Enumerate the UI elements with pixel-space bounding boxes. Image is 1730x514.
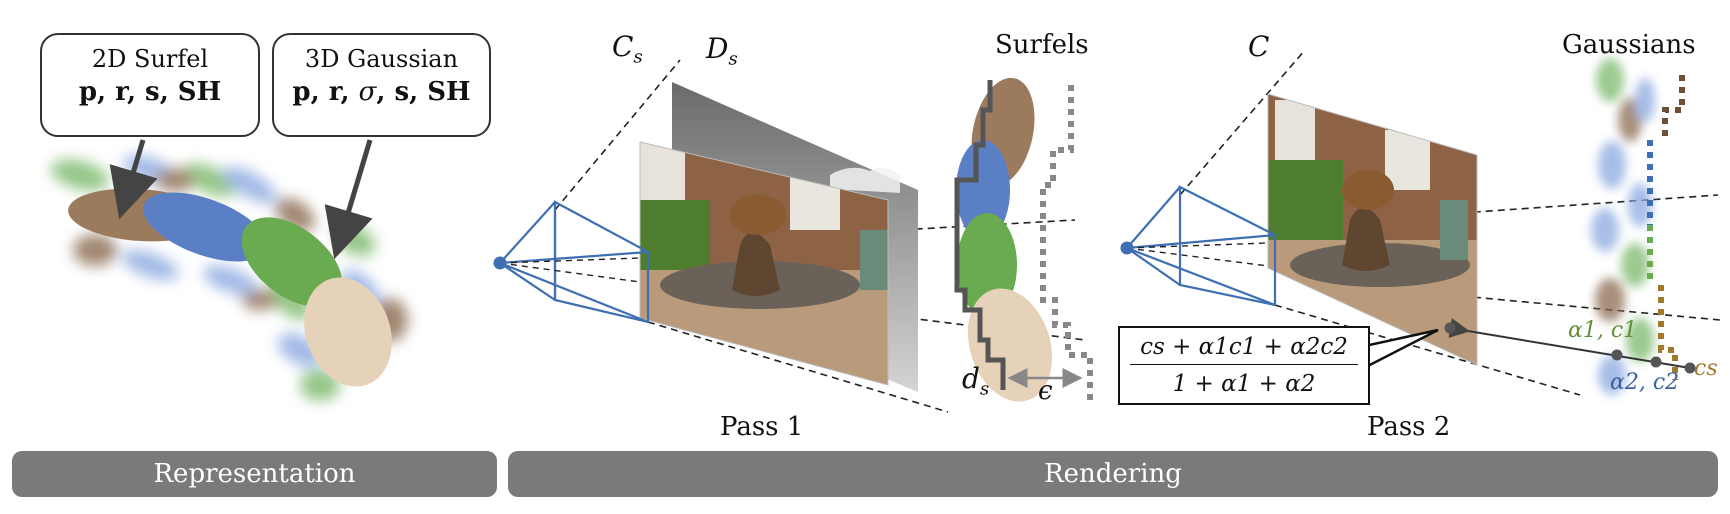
- camera-pass1-inner-dashes: [499, 257, 641, 283]
- surfel-callout: 2D Surfel p, r, s, SH: [40, 33, 260, 137]
- camera-pass2-center: [1120, 241, 1134, 255]
- depth-map-highlight: [830, 167, 900, 193]
- blend-formula: cs + α1c1 + α2c2 1 + α1 + α2: [1118, 326, 1370, 405]
- gaussian-callout: 3D Gaussian p, r, σ, s, SH: [272, 33, 491, 137]
- pass2-caption: Pass 2: [1367, 412, 1451, 442]
- camera-pass2: [1126, 185, 1277, 307]
- gaussians-label: Gaussians: [1562, 30, 1696, 60]
- camera-cs-label: Cs: [612, 30, 643, 68]
- formula-pointer: [1359, 328, 1439, 372]
- blend-ray: [1444, 318, 1696, 374]
- gaussian-params-sigma: σ: [358, 77, 377, 107]
- rendering-band: Rendering: [508, 451, 1718, 497]
- alpha2-label: α2, c2: [1610, 370, 1680, 395]
- photo-frame-pass1: [639, 141, 889, 386]
- camera-pass1: [499, 200, 650, 324]
- ds-label: ds: [962, 362, 989, 400]
- surfel-column: [956, 77, 1053, 402]
- alpha1-label: α1, c1: [1568, 318, 1638, 343]
- depth-ds-letter: D: [706, 32, 729, 65]
- formula-denominator: 1 + α1 + α2: [1172, 371, 1316, 397]
- gaussian-column: [1591, 58, 1655, 395]
- cs-label: cs: [1694, 356, 1718, 381]
- camera-pass2-inner-dashes: [1126, 242, 1269, 267]
- formula-numerator: cs + α1c1 + α2c2: [1130, 328, 1358, 365]
- epsilon-label: ϵ: [1038, 376, 1053, 406]
- surfel-callout-params: p, r, s, SH: [78, 77, 222, 107]
- gaussian-params-b: , s, SH: [376, 77, 471, 107]
- camera-c-label: C: [1248, 30, 1270, 63]
- gaussian-callout-title: 3D Gaussian: [304, 45, 459, 73]
- surfel-depth-profile: [954, 80, 1006, 390]
- surfel-callout-title: 2D Surfel: [91, 45, 209, 73]
- gaussian-callout-params: p, r, σ, s, SH: [274, 77, 489, 107]
- depth-ds-sub: s: [728, 48, 738, 70]
- camera-cs-sub: s: [633, 46, 643, 68]
- depth-ds-label: Ds: [706, 32, 738, 70]
- surfels-label: Surfels: [995, 30, 1089, 60]
- callout-arrows: [109, 139, 373, 260]
- representation-band: Representation: [12, 451, 497, 497]
- gaussian-params-a: p, r,: [292, 77, 359, 107]
- camera-pass1-center: [493, 256, 507, 270]
- depth-step-dashes: [1040, 85, 1093, 400]
- gaussian-depth-profile: [1647, 75, 1685, 380]
- photo-frame-pass2: [1267, 93, 1478, 366]
- camera-cs-letter: C: [612, 30, 634, 63]
- ds-letter: d: [962, 362, 980, 395]
- ds-sub: s: [979, 378, 990, 400]
- pass1-caption: Pass 1: [720, 412, 804, 442]
